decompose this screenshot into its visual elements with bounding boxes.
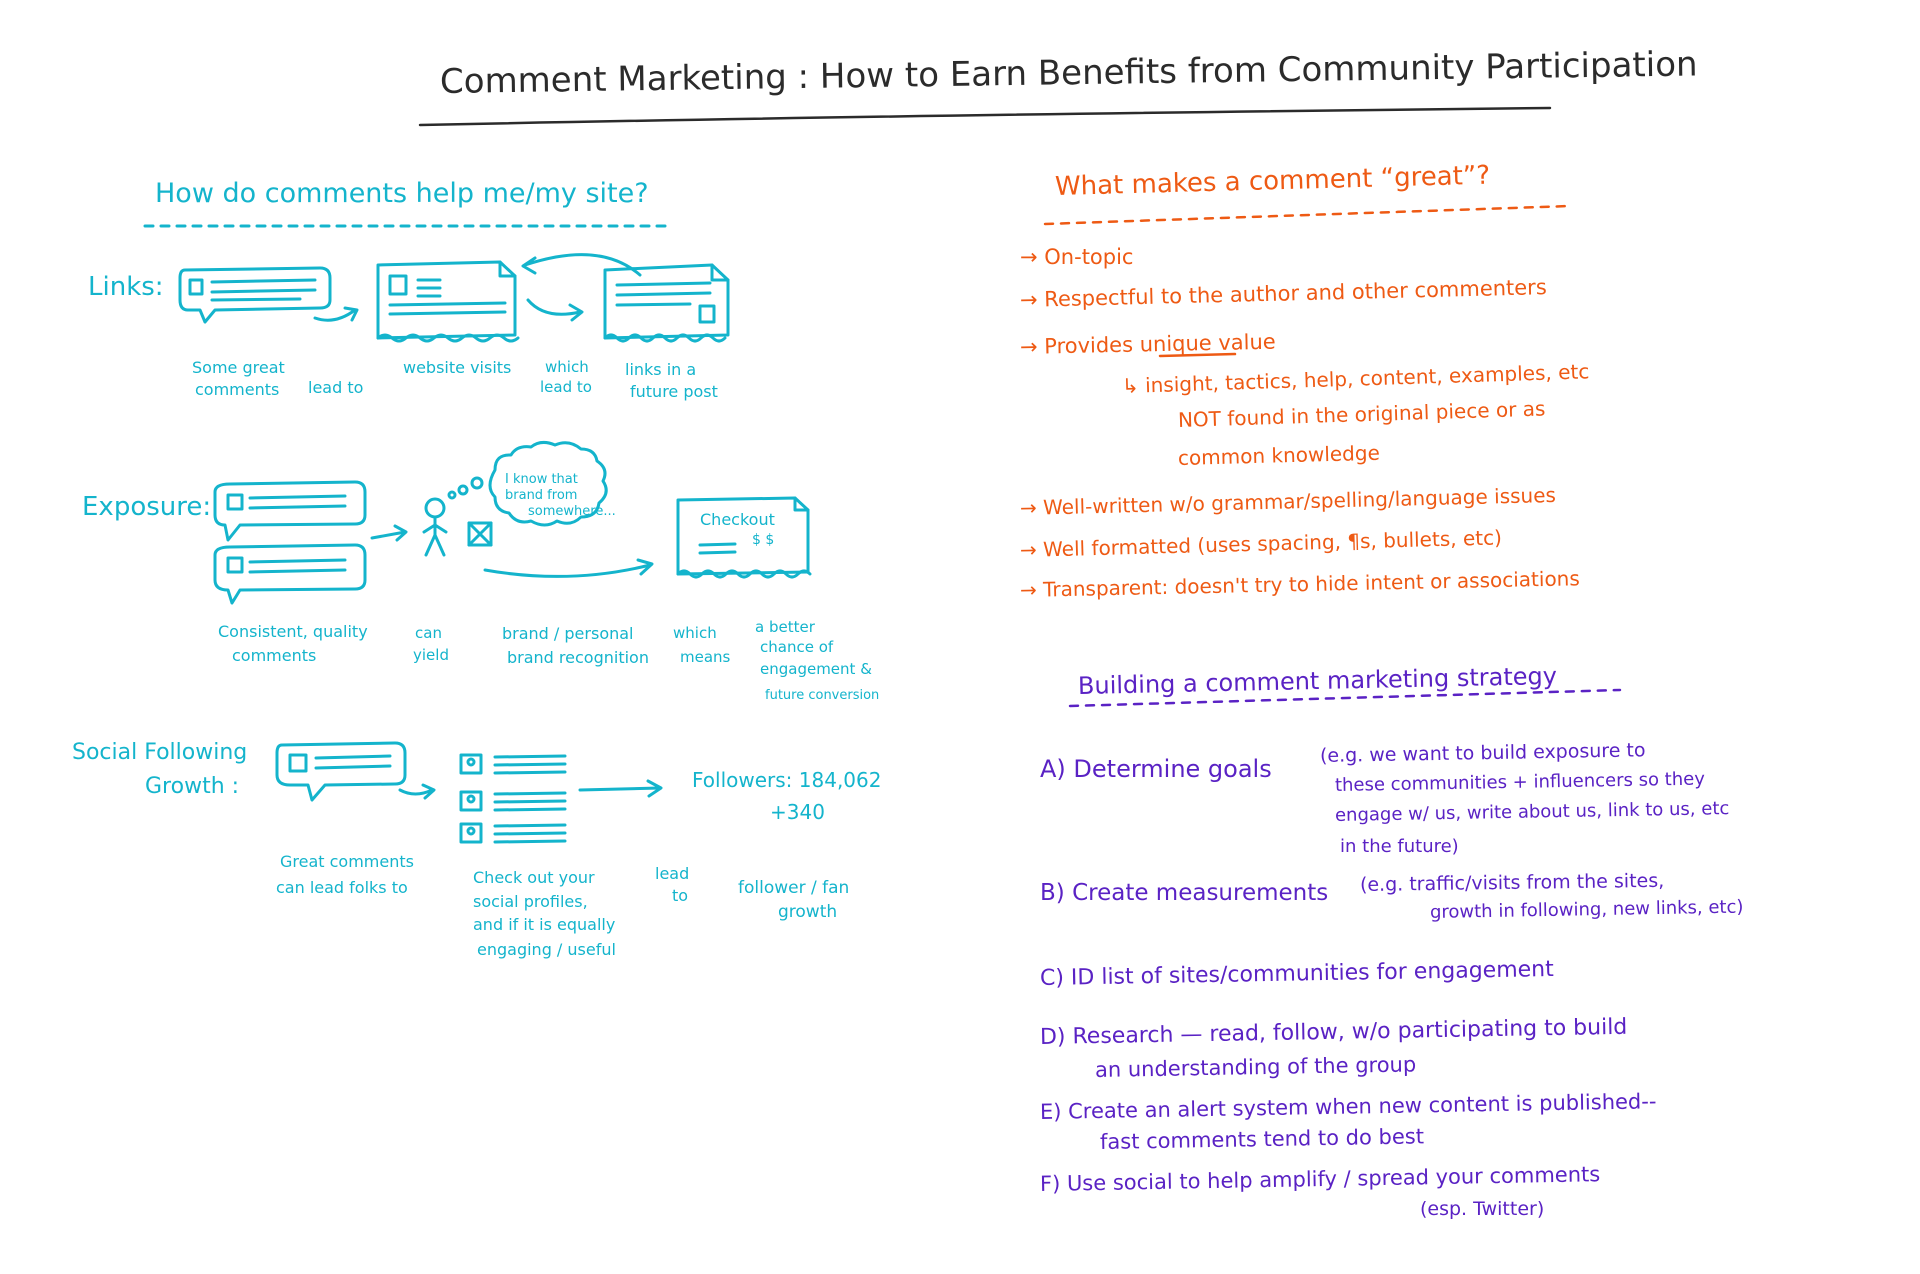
exposure-caption-5d: future conversion: [765, 688, 880, 703]
social-caption-2c: and if it is equally: [473, 915, 616, 934]
social-caption-4b: growth: [778, 902, 838, 922]
exposure-caption-4b: means: [680, 648, 731, 666]
great-item-1: → On-topic: [1020, 245, 1134, 269]
strategy-b-note-1: (e.g. traffic/visits from the sites,: [1359, 869, 1665, 896]
social-label-line-1: Social Following: [72, 740, 248, 765]
links-arrow-back: [521, 253, 642, 277]
social-arrow-2: [578, 779, 663, 798]
links-caption-5b: future post: [630, 382, 718, 401]
exposure-comment-bubble-icon-1: [213, 480, 367, 542]
exposure-caption-2a: can: [415, 624, 442, 642]
stick-figure-icon: [422, 497, 448, 557]
links-caption-1b: comments: [195, 380, 280, 399]
exposure-caption-1a: Consistent, quality: [218, 622, 368, 641]
checkout-page-icon: [676, 496, 812, 579]
exposure-caption-3b: brand recognition: [507, 648, 649, 667]
great-heading-underline: [1043, 204, 1572, 226]
links-caption-4b: lead to: [540, 378, 592, 396]
future-post-page-icon: [603, 263, 730, 343]
links-caption-4a: which: [545, 358, 589, 376]
exposure-caption-2b: yield: [413, 646, 449, 664]
thought-bubble-line-3: somewhere...: [528, 504, 616, 519]
exposure-caption-4a: which: [673, 624, 717, 642]
exposure-caption-3a: brand / personal: [502, 624, 634, 643]
exposure-arrow-2: [483, 558, 654, 578]
checkout-label: Checkout: [700, 510, 775, 529]
exposure-caption-5a: a better: [755, 618, 815, 636]
links-caption-5a: links in a: [625, 360, 697, 379]
brand-logo-icon: [467, 521, 493, 547]
thought-bubble-line-2: brand from: [505, 488, 578, 503]
social-profile-list-icon: [459, 753, 567, 844]
strategy-b-title: B) Create measurements: [1040, 880, 1329, 906]
exposure-arrow-1: [370, 524, 408, 542]
social-comment-bubble-icon: [275, 741, 407, 802]
thought-bubble-line-1: I know that: [505, 472, 578, 487]
exposure-caption-5c: engagement &: [760, 660, 872, 678]
social-caption-2b: social profiles,: [473, 892, 588, 911]
exposure-comment-bubble-icon-2: [213, 543, 367, 605]
checkout-dollars: $ $: [752, 532, 775, 548]
exposure-label: Exposure:: [82, 492, 212, 522]
links-arrow-1: [313, 306, 359, 322]
strategy-a-note-4: in the future): [1340, 836, 1459, 857]
social-label-line-2: Growth :: [145, 774, 240, 799]
social-caption-4a: follower / fan: [738, 878, 850, 898]
links-arrow-2: [526, 298, 584, 322]
social-caption-2d: engaging / useful: [477, 940, 616, 959]
exposure-caption-5b: chance of: [760, 638, 834, 656]
social-caption-2a: Check out your: [473, 868, 595, 887]
thought-bubble-icon: [447, 440, 608, 527]
followers-count: Followers: 184,062: [692, 768, 882, 792]
strategy-heading-underline: [1068, 688, 1622, 708]
social-caption-3b: to: [672, 886, 689, 905]
links-caption-3: website visits: [403, 358, 512, 377]
links-caption-2: lead to: [308, 378, 364, 397]
left-heading: How do comments help me/my site?: [155, 178, 649, 209]
social-caption-3a: lead: [655, 864, 690, 883]
links-comment-bubble-icon: [178, 266, 332, 324]
links-label: Links:: [88, 272, 164, 302]
links-caption-1a: Some great: [192, 358, 285, 377]
strategy-a-title: A) Determine goals: [1040, 755, 1272, 783]
exposure-caption-1b: comments: [232, 646, 317, 665]
followers-increase: +340: [770, 800, 825, 824]
title-underline: [418, 106, 1552, 127]
unique-underline: [1158, 352, 1237, 358]
social-caption-1a: Great comments: [280, 852, 414, 871]
website-page-icon: [376, 260, 520, 343]
social-arrow-1: [398, 783, 436, 800]
social-caption-1b: can lead folks to: [276, 878, 408, 897]
strategy-f-line-2: (esp. Twitter): [1420, 1198, 1545, 1220]
